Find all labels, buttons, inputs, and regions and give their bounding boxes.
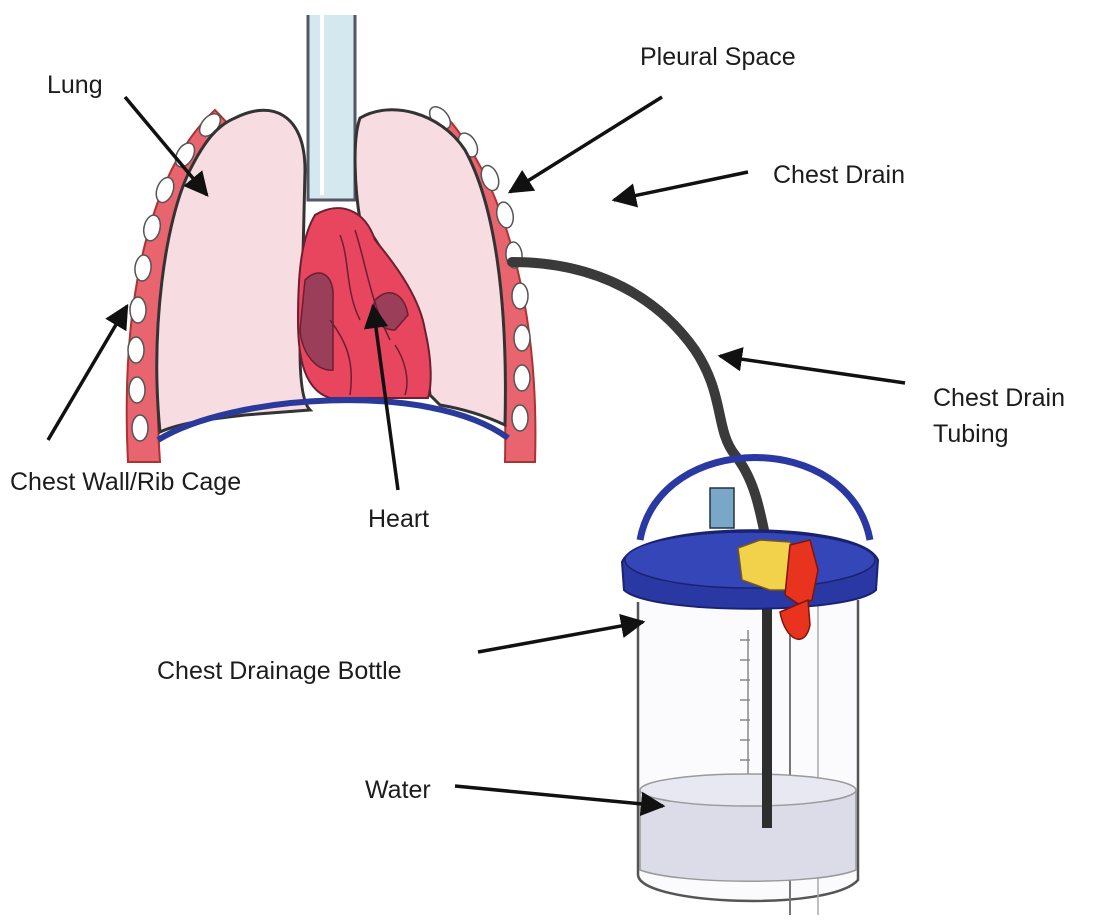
lung-label: Lung — [47, 70, 103, 101]
chest-drain-tubing-label-line2: Tubing — [933, 419, 1009, 450]
heart-label: Heart — [368, 504, 429, 535]
drainage-bottle — [622, 458, 878, 916]
chest-drain-tubing-arrow — [720, 356, 905, 383]
chest-wall-arrow — [48, 306, 127, 440]
chest-drain-tubing-label-line1: Chest Drain — [933, 383, 1065, 414]
trachea — [308, 15, 355, 200]
chest-drain-arrow — [614, 172, 748, 200]
chest-drainage-bottle-label: Chest Drainage Bottle — [157, 656, 402, 687]
pleural-space-label: Pleural Space — [640, 42, 796, 73]
red-valve — [785, 540, 818, 605]
chest-drainage-bottle-arrow — [478, 622, 643, 652]
pleural-space-arrow — [510, 97, 662, 192]
water-arrow — [455, 786, 663, 806]
chest-drain-label: Chest Drain — [773, 160, 905, 191]
water-label: Water — [365, 775, 431, 806]
chest-wall-label: Chest Wall/Rib Cage — [10, 467, 241, 498]
